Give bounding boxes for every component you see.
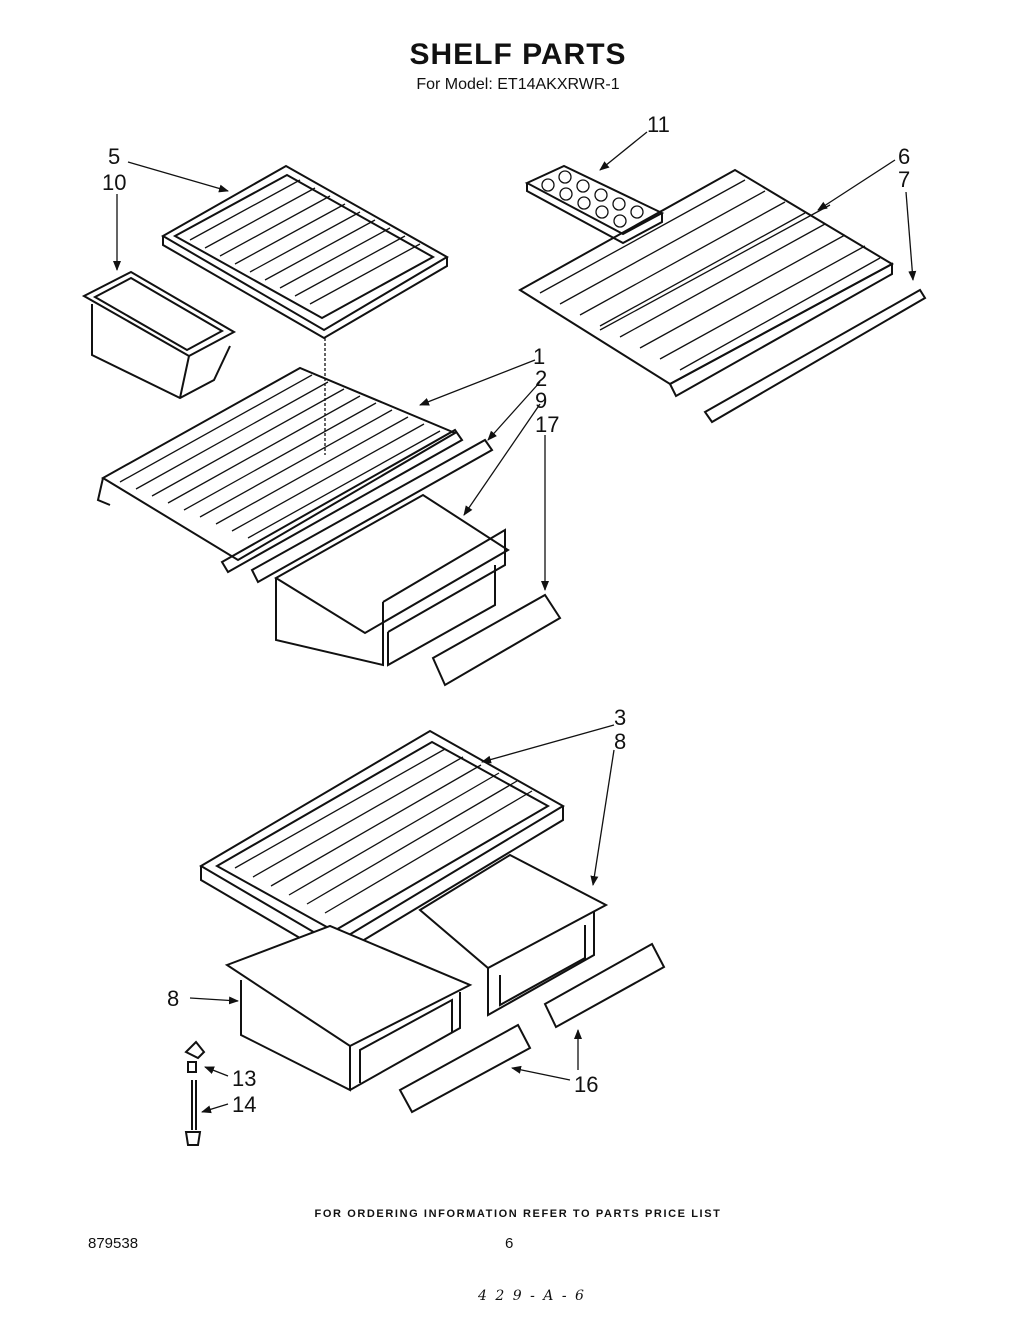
callout-13: 13 <box>232 1066 257 1091</box>
callout-14: 14 <box>232 1092 257 1117</box>
page-title: SHELF PARTS <box>409 38 627 71</box>
callout-8-right: 8 <box>614 729 627 754</box>
model-subtitle: For Model: ET14AKXRWR-1 <box>416 76 620 93</box>
wire-shelf-1-drawing <box>96 338 494 584</box>
shelf-3-drawing <box>199 729 565 960</box>
leader-lines <box>113 131 917 1114</box>
trim-17-drawing <box>431 593 562 687</box>
callout-6: 6 <box>898 144 911 169</box>
callout-17: 17 <box>535 412 560 437</box>
callout-2: 2 <box>535 366 548 391</box>
callout-16: 16 <box>574 1072 599 1097</box>
callout-9: 9 <box>535 388 548 413</box>
callout-11: 11 <box>647 112 670 137</box>
callout-10: 10 <box>102 170 127 195</box>
wire-shelf-6-drawing <box>518 168 927 424</box>
callout-3: 3 <box>614 705 627 730</box>
drawer-8-left-drawing <box>224 924 473 1092</box>
callout-7: 7 <box>898 167 911 192</box>
ordering-note: FOR ORDERING INFORMATION REFER TO PARTS … <box>314 1208 722 1220</box>
callout-5: 5 <box>108 144 121 169</box>
trim-16-drawing <box>398 942 666 1114</box>
document-number: 879538 <box>88 1235 139 1252</box>
handwritten-mark: 4 2 9 - A - 6 <box>478 1288 586 1304</box>
drawer-8-right-drawing <box>418 853 609 1017</box>
shelf-5-drawing <box>160 164 449 340</box>
page-number: 6 <box>505 1235 514 1252</box>
bin-10-drawing <box>81 270 237 400</box>
support-13-14-drawing <box>184 1040 206 1146</box>
callout-8-left: 8 <box>167 986 180 1011</box>
ice-tray-11-drawing <box>524 164 665 245</box>
drawer-9-drawing <box>274 493 510 667</box>
callout-1: 1 <box>533 344 546 369</box>
